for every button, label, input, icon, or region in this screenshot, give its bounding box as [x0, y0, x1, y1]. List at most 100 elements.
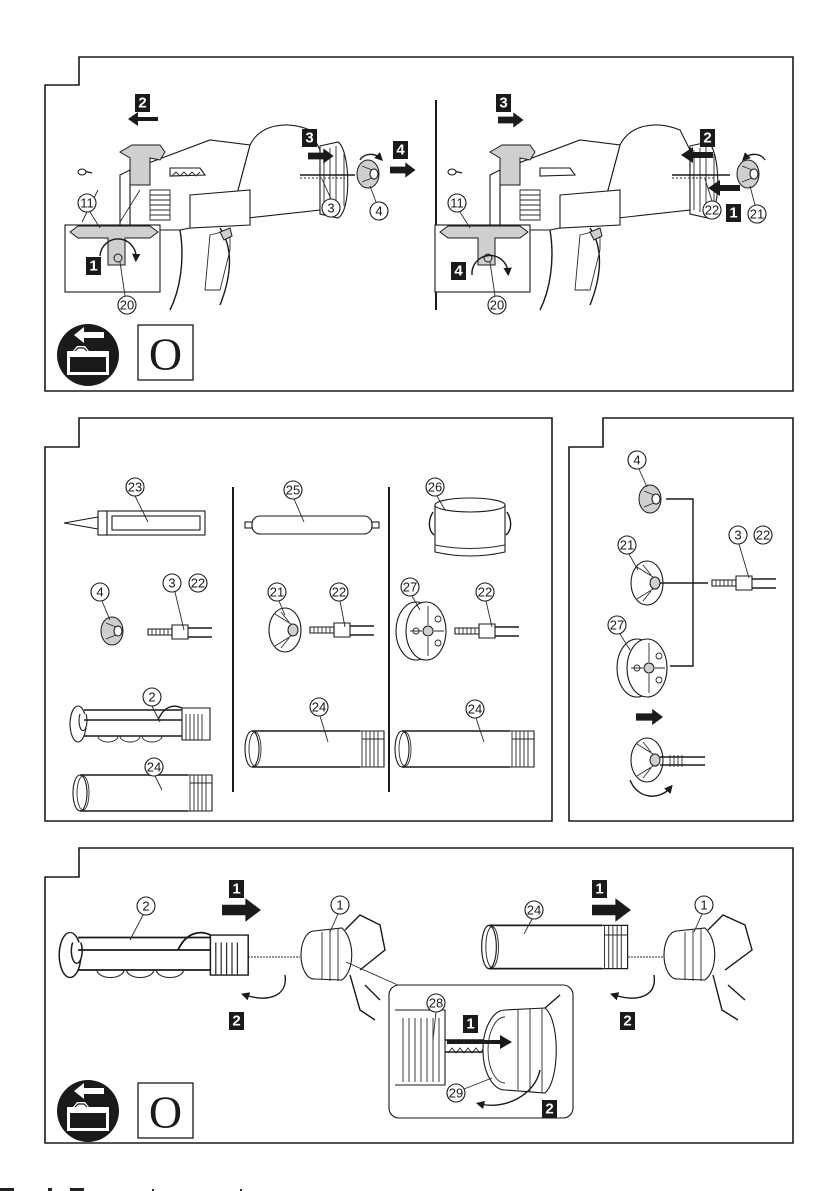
step-3-badge: 3 [496, 94, 511, 112]
svg-text:11: 11 [80, 196, 94, 211]
svg-text:2: 2 [703, 130, 711, 147]
callout-11: 11 [448, 194, 466, 212]
svg-text:24: 24 [312, 700, 326, 715]
svg-text:29: 29 [449, 1086, 463, 1101]
figure-3: 4 21 27 3 22 [569, 418, 793, 821]
callout-3: 3 [729, 526, 747, 544]
callout-24: 24 [145, 758, 163, 776]
callout-2: 2 [137, 897, 155, 915]
svg-text:11: 11 [450, 196, 464, 211]
svg-text:22: 22 [191, 576, 205, 591]
o-box-label: O [149, 329, 182, 380]
svg-text:22: 22 [332, 585, 346, 600]
svg-text:1: 1 [336, 898, 343, 913]
svg-text:22: 22 [756, 528, 770, 543]
svg-text:3: 3 [305, 130, 313, 147]
svg-text:1: 1 [729, 205, 737, 222]
svg-text:3: 3 [327, 201, 334, 216]
callout-26: 26 [426, 478, 444, 496]
svg-text:26: 26 [428, 480, 442, 495]
svg-text:1: 1 [89, 258, 97, 275]
callout-24: 24 [310, 698, 328, 716]
callout-22: 22 [476, 583, 494, 601]
step-2-badge: 2 [620, 1012, 635, 1030]
callout-21: 21 [268, 583, 286, 601]
svg-text:3: 3 [499, 95, 507, 112]
callout-22: 22 [330, 583, 348, 601]
svg-text:23: 23 [128, 480, 142, 495]
figure-1: 2 3 4 1 11 20 3 4 3 [45, 57, 793, 391]
svg-text:2: 2 [138, 95, 146, 112]
callout-27: 27 [401, 578, 419, 596]
svg-text:1: 1 [595, 881, 603, 898]
svg-text:20: 20 [490, 298, 504, 313]
step-1-badge: 1 [592, 880, 607, 898]
svg-text:1: 1 [700, 898, 707, 913]
step-2-badge: 2 [135, 94, 150, 112]
step-1-badge: 1 [86, 257, 101, 275]
step-2-badge: 2 [700, 129, 715, 147]
callout-22: 22 [703, 201, 721, 219]
svg-text:2: 2 [545, 1101, 553, 1118]
callout-11: 11 [78, 194, 96, 212]
callout-20: 20 [488, 296, 506, 314]
callout-28: 28 [427, 994, 445, 1012]
callout-2: 2 [143, 688, 161, 706]
svg-text:24: 24 [527, 903, 541, 918]
callout-23: 23 [126, 478, 144, 496]
step-2-badge: 2 [229, 1012, 244, 1030]
svg-text:25: 25 [286, 483, 300, 498]
callout-3: 3 [163, 574, 181, 592]
plunger-assembly [631, 738, 663, 782]
svg-text:2: 2 [142, 899, 149, 914]
svg-text:1: 1 [466, 1016, 474, 1033]
svg-text:4: 4 [375, 204, 382, 219]
callout-4: 4 [91, 583, 109, 601]
svg-text:3: 3 [734, 528, 741, 543]
svg-text:4: 4 [396, 142, 405, 159]
callout-24: 24 [466, 700, 484, 718]
callout-22: 22 [754, 526, 772, 544]
svg-text:22: 22 [705, 203, 719, 218]
svg-text:2: 2 [148, 690, 155, 705]
step-1-badge: 1 [463, 1015, 478, 1033]
svg-text:22: 22 [478, 585, 492, 600]
svg-text:20: 20 [120, 298, 134, 313]
callout-29: 29 [447, 1084, 465, 1102]
callout-1: 1 [331, 896, 349, 914]
battery-remove-icon [57, 324, 119, 386]
svg-text:28: 28 [429, 996, 443, 1011]
plunger-21 [631, 561, 663, 605]
svg-text:21: 21 [620, 538, 634, 553]
callout-3: 3 [322, 199, 340, 217]
step-4-badge: 4 [393, 141, 408, 159]
figure-2: 23 4 3 22 2 24 25 21 22 24 [45, 418, 552, 821]
sausage-illustration [245, 516, 379, 534]
plunger-4 [639, 485, 661, 513]
svg-text:4: 4 [454, 263, 463, 280]
svg-text:2: 2 [232, 1013, 240, 1030]
svg-text:24: 24 [147, 760, 161, 775]
callout-21: 21 [748, 205, 766, 223]
callout-25: 25 [284, 481, 302, 499]
battery-remove-icon [57, 1080, 119, 1142]
step-1-badge: 1 [229, 880, 244, 898]
callout-4: 4 [370, 202, 388, 220]
step-1-badge: 1 [726, 204, 741, 222]
svg-text:27: 27 [403, 580, 417, 595]
svg-text:21: 21 [750, 207, 764, 222]
svg-text:4: 4 [96, 585, 103, 600]
svg-text:1: 1 [232, 881, 240, 898]
plunger-4 [101, 617, 123, 645]
bulk-can-illustration [429, 498, 510, 556]
step-3-badge: 3 [302, 129, 317, 147]
figure-4: 2 1 1 2 24 1 1 2 [45, 848, 793, 1143]
plunger-27 [617, 639, 667, 697]
callout-22: 22 [189, 574, 207, 592]
callout-4: 4 [628, 451, 646, 469]
svg-text:27: 27 [610, 618, 624, 633]
callout-20: 20 [118, 296, 136, 314]
plunger-27 [396, 602, 446, 660]
callout-21: 21 [618, 536, 636, 554]
